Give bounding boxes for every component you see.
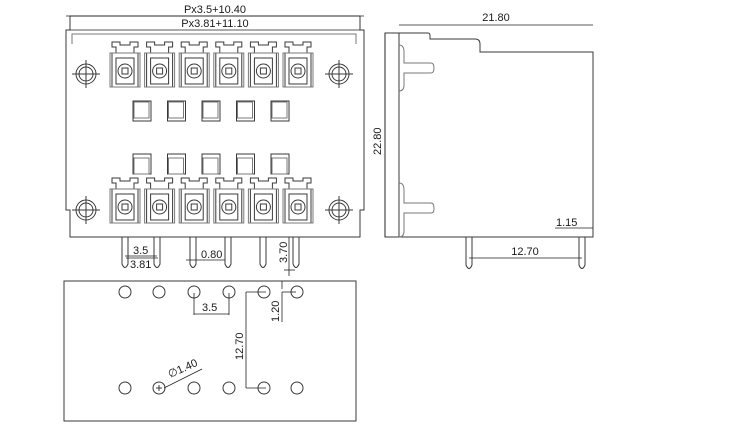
pcb-dim-pitch: 3.5 <box>202 302 217 314</box>
top-terminal-2 <box>144 41 176 88</box>
screw-icon <box>117 63 133 79</box>
pcb-hole <box>222 381 236 395</box>
pcb-dim-hole-diameter: ∅1.40 <box>166 357 199 381</box>
dim-overall-381: Px3.81+11.10 <box>181 18 248 30</box>
screw-icon <box>221 199 237 215</box>
top-terminal-6 <box>282 41 314 88</box>
screw-icon <box>117 199 133 215</box>
pcb-hole <box>118 381 132 395</box>
bottom-terminal-1 <box>109 177 141 224</box>
front-view: Px3.5+10.40 Px3.81+11.10 3.5 3.81 0.80 3… <box>65 4 365 289</box>
dim-pitch-35: 3.5 <box>133 245 148 257</box>
dim-pitch-381: 3.81 <box>130 259 151 271</box>
screw-icon <box>255 199 271 215</box>
screw-icon <box>221 63 237 79</box>
side-view: 21.80 22.80 12.70 1.15 <box>372 12 594 269</box>
release-square <box>201 153 221 175</box>
top-terminal-1 <box>109 41 141 88</box>
screw-icon <box>290 199 306 215</box>
hole-center-mark-icon <box>156 385 162 391</box>
top-terminal-3 <box>178 41 210 88</box>
top-terminal-5 <box>247 41 279 88</box>
pin-5 <box>259 237 267 268</box>
release-square <box>236 100 255 122</box>
pcb-outline <box>63 280 357 422</box>
side-dim-depth: 21.80 <box>482 12 510 24</box>
bottom-terminal-5 <box>247 177 279 224</box>
pcb-layout: 3.5 12.70 1.20 ∅1.40 <box>63 280 357 422</box>
top-release-squares <box>132 100 290 122</box>
release-square <box>270 153 290 175</box>
side-tab-bottom <box>398 182 435 238</box>
bottom-terminal-2 <box>144 177 176 224</box>
dim-pin-width: 0.80 <box>201 249 222 261</box>
release-square <box>132 153 152 175</box>
front-pins <box>121 237 300 268</box>
mount-hole-top-right <box>325 60 353 88</box>
side-dim-pin-offset: 1.15 <box>556 217 577 229</box>
pcb-dim-edge-offset: 1.20 <box>270 301 282 322</box>
screw-icon <box>152 199 168 215</box>
side-pin-left <box>465 237 473 269</box>
bottom-terminal-row <box>109 177 314 224</box>
pcb-hole <box>187 381 201 395</box>
screw-icon <box>290 63 306 79</box>
pcb-holes <box>118 285 304 395</box>
pcb-dim-row-spacing: 12.70 <box>234 332 246 360</box>
mount-hole-bottom-right <box>325 196 353 224</box>
housing-inner-top <box>71 33 357 44</box>
screw-icon <box>152 63 168 79</box>
bottom-terminal-4 <box>213 177 245 224</box>
bottom-terminal-3 <box>178 177 210 224</box>
side-pin-right <box>578 237 586 269</box>
side-dim-height: 22.80 <box>372 127 384 155</box>
mount-hole-top-left <box>72 60 100 88</box>
mount-hole-bottom-left <box>72 196 100 224</box>
bottom-terminal-6 <box>282 177 314 224</box>
screw-icon <box>255 63 271 79</box>
side-tab-top <box>398 44 435 92</box>
dim-pin-length: 3.70 <box>278 242 290 263</box>
pin-6 <box>292 237 300 268</box>
housing-outline <box>65 15 365 238</box>
side-dim-row-spacing: 12.70 <box>511 246 539 258</box>
release-square <box>167 100 186 122</box>
pin-3 <box>189 237 197 268</box>
screw-icon <box>186 63 202 79</box>
pin-1 <box>121 237 129 268</box>
screw-icon <box>186 199 202 215</box>
release-square <box>167 153 186 175</box>
top-terminal-4 <box>213 41 245 88</box>
release-square <box>132 100 152 122</box>
side-housing-outline <box>384 32 594 238</box>
pin-2 <box>153 237 161 268</box>
pcb-hole <box>152 381 166 395</box>
release-square <box>236 153 255 175</box>
pcb-hole <box>118 285 132 299</box>
pin-4 <box>224 237 232 268</box>
dim-overall-35: Px3.5+10.40 <box>184 4 246 16</box>
release-square <box>270 100 290 122</box>
pcb-hole <box>290 381 304 395</box>
bottom-release-squares <box>132 153 290 175</box>
release-square <box>201 100 221 122</box>
pcb-hole <box>152 285 166 299</box>
top-terminal-row <box>109 41 314 88</box>
